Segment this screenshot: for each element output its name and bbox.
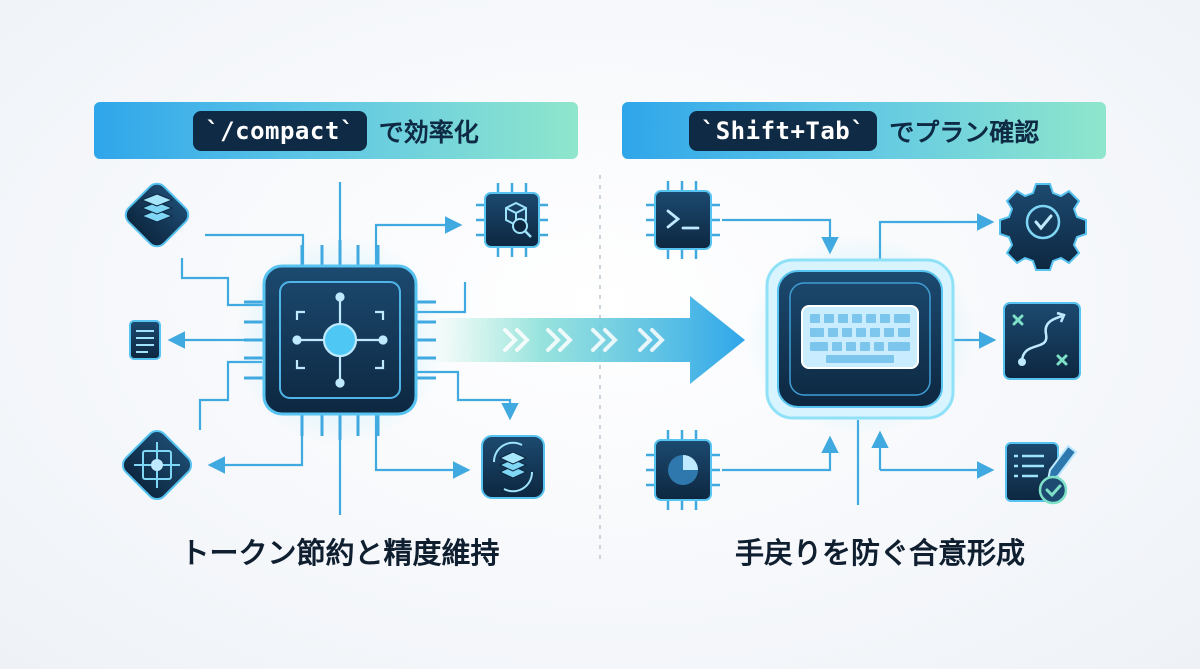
terminal-icon bbox=[646, 181, 720, 259]
compact-command-chip: `/compact` bbox=[193, 110, 367, 151]
route-plan-icon bbox=[1003, 302, 1081, 380]
keyboard-icon bbox=[801, 305, 919, 369]
compact-banner-text: で効率化 bbox=[378, 117, 479, 147]
gear-check-icon bbox=[999, 183, 1087, 271]
central-processor-chip bbox=[235, 235, 445, 445]
pie-chart-icon bbox=[646, 430, 720, 510]
layers-icon bbox=[124, 182, 190, 248]
flow-arrow bbox=[430, 296, 745, 384]
cube-search-icon bbox=[476, 183, 548, 257]
checklist-check-icon bbox=[1005, 442, 1078, 505]
stack-refresh-icon bbox=[481, 435, 545, 499]
keyboard-panel bbox=[745, 235, 975, 435]
left-caption: トークン節約と精度維持 bbox=[180, 536, 500, 570]
shift-tab-banner-text: でプラン確認 bbox=[889, 117, 1040, 147]
shift-tab-banner: `Shift+Tab` でプラン確認 bbox=[622, 102, 1106, 159]
right-caption: 手戻りを防ぐ合意形成 bbox=[734, 536, 1025, 570]
hub-network-icon bbox=[121, 429, 193, 501]
compact-banner: `/compact` で効率化 bbox=[94, 102, 578, 159]
document-icon bbox=[129, 320, 161, 360]
network-node-icon bbox=[292, 292, 388, 388]
shift-tab-command-chip: `Shift+Tab` bbox=[688, 110, 878, 151]
